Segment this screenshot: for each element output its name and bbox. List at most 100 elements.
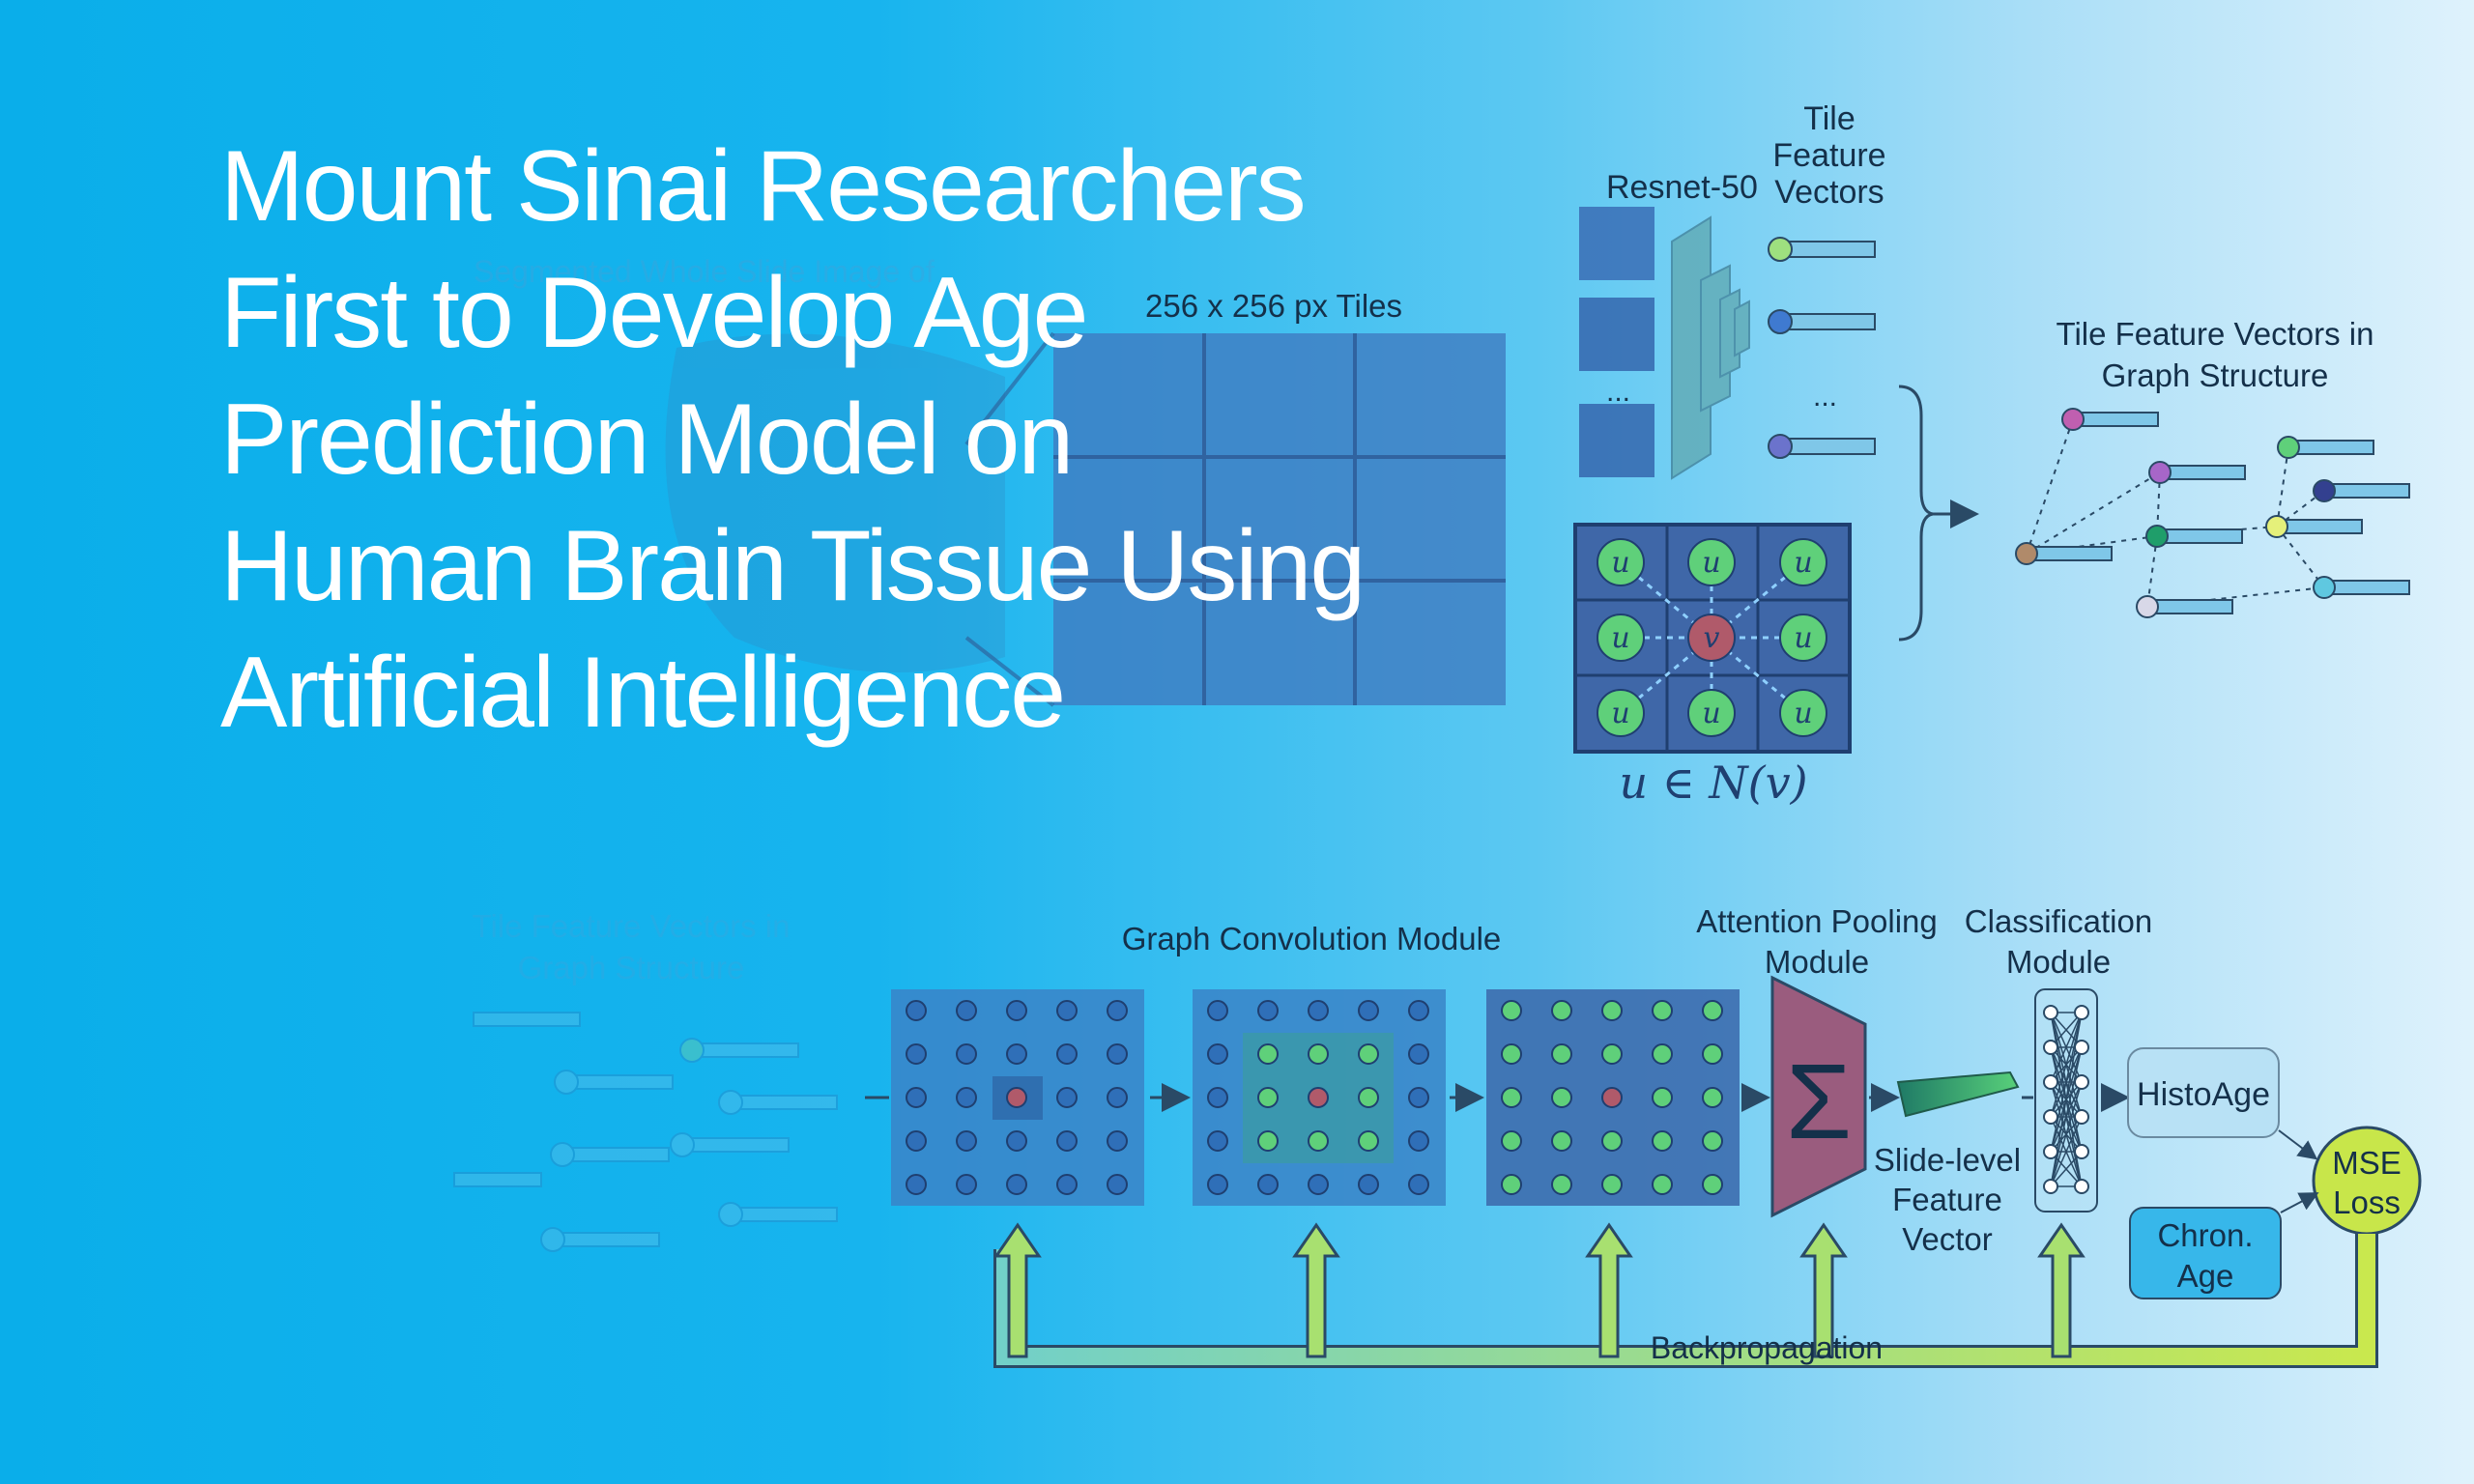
attention-pooling-module: Attention Pooling Module Σ	[1696, 903, 1938, 1218]
svg-text:Feature: Feature	[1892, 1182, 2002, 1217]
gcm-node	[1408, 1043, 1429, 1065]
svg-text:Tile Feature Vectors in: Tile Feature Vectors in	[2057, 316, 2374, 352]
gcm-node	[1702, 1043, 1723, 1065]
slide-level-feature-vector: Slide-level Feature Vector	[1874, 1070, 2033, 1257]
svg-text:u: u	[1611, 546, 1629, 580]
svg-text:Vector: Vector	[1902, 1221, 1993, 1257]
gcm-node	[1257, 1043, 1279, 1065]
gcm-node	[906, 1000, 927, 1021]
gcm-node	[1551, 1043, 1572, 1065]
classifier-node	[2074, 1179, 2089, 1194]
gcm-node	[1408, 1174, 1429, 1195]
gcm-node	[906, 1174, 927, 1195]
classifier-node	[2043, 1144, 2058, 1159]
classifier-node	[2043, 1179, 2058, 1194]
classification-module: Classification Module	[1965, 903, 2152, 1213]
neighborhood-grid: u u u u v u u u u u ∈ N(v)	[1573, 523, 1852, 809]
gcm-node	[1207, 1043, 1228, 1065]
gcm-node	[906, 1130, 927, 1152]
gcm-node	[956, 1043, 977, 1065]
gcm-node	[1056, 1043, 1078, 1065]
gcm-node	[1702, 1087, 1723, 1108]
gcm-node	[1601, 1043, 1623, 1065]
classifier-node	[2074, 1005, 2089, 1020]
classifier-node	[2043, 1040, 2058, 1055]
gcm-node	[906, 1043, 927, 1065]
arrow-icon	[1799, 1222, 1848, 1358]
svg-text:MSE: MSE	[2332, 1145, 2402, 1181]
faded-graph-structure: Tile Feature Vectors in Graph Structure	[453, 908, 838, 1252]
gcm-node	[1207, 1130, 1228, 1152]
svg-text:Age: Age	[2177, 1258, 2234, 1294]
svg-text:...: ...	[1813, 381, 1837, 413]
gcm-node	[1257, 1000, 1279, 1021]
svg-text:Chron.: Chron.	[2157, 1217, 2253, 1253]
sigma-icon: Σ	[1786, 1042, 1852, 1161]
gcm-node	[1702, 1000, 1723, 1021]
gcm-node	[956, 1174, 977, 1195]
svg-text:Tile: Tile	[1803, 100, 1856, 137]
resnet-label: Resnet-50	[1606, 169, 1758, 206]
tile-feature-vectors: Tile Feature Vectors ...	[1768, 100, 1886, 459]
svg-text:Vectors: Vectors	[1774, 174, 1884, 211]
classifier-node	[2074, 1144, 2089, 1159]
brace-connector	[1898, 385, 1979, 642]
gcm-node	[1601, 1000, 1623, 1021]
gcm-node	[1652, 1174, 1673, 1195]
arrow-icon	[1292, 1222, 1340, 1358]
gcm-node	[1408, 1130, 1429, 1152]
gcm-label: Graph Convolution Module	[1122, 921, 1502, 956]
gcm-node	[1308, 1130, 1329, 1152]
gcm-node	[1501, 1174, 1522, 1195]
gcm-node	[1551, 1130, 1572, 1152]
svg-text:Graph Structure: Graph Structure	[518, 950, 745, 985]
arrow-icon	[2037, 1222, 2086, 1358]
mse-loss-circle: MSE Loss	[2278, 1126, 2422, 1236]
tiles-label: 256 x 256 px Tiles	[1145, 288, 1402, 324]
gcm-node	[1006, 1000, 1027, 1021]
svg-text:Loss: Loss	[2333, 1184, 2401, 1220]
gcm-node	[1408, 1087, 1429, 1108]
headline-line-4: Human Brain Tissue Using	[220, 510, 1366, 622]
gcm-node	[956, 1087, 977, 1108]
gcm-node	[1702, 1174, 1723, 1195]
gcm-node	[1207, 1174, 1228, 1195]
gcm-node	[1107, 1000, 1128, 1021]
gcm-node	[1358, 1174, 1379, 1195]
svg-text:u: u	[1794, 621, 1812, 655]
histoage-box: HistoAge	[2127, 1047, 2280, 1138]
gcm-node	[1501, 1000, 1522, 1021]
backprop-label: Backpropagation	[1651, 1330, 1883, 1365]
svg-text:Graph Structure: Graph Structure	[2102, 357, 2329, 393]
svg-text:Attention Pooling: Attention Pooling	[1696, 903, 1938, 939]
classifier-node	[2074, 1040, 2089, 1055]
gcm-node	[1652, 1043, 1673, 1065]
gcm-node	[1308, 1087, 1329, 1108]
gcm-node	[1408, 1000, 1429, 1021]
backpropagation: Backpropagation	[993, 1222, 2378, 1368]
gcm-node	[1652, 1130, 1673, 1152]
gcm-node	[1257, 1174, 1279, 1195]
gcm-node	[1652, 1000, 1673, 1021]
classifier-node	[2074, 1109, 2089, 1125]
svg-text:u: u	[1794, 697, 1812, 730]
gcm-node	[1652, 1087, 1673, 1108]
resnet-block: Resnet-50 ...	[1579, 169, 1758, 480]
gcm-node	[1358, 1130, 1379, 1152]
svg-text:u: u	[1702, 546, 1720, 580]
gcm-node	[1358, 1000, 1379, 1021]
faded-whole-slide-region: Segmented Whole Slide Image of	[474, 254, 1005, 672]
gcm-node	[1308, 1043, 1329, 1065]
gcm-node	[1551, 1174, 1572, 1195]
gcm-node	[956, 1000, 977, 1021]
gcm-node	[1056, 1174, 1078, 1195]
graph-structure: Tile Feature Vectors in Graph Structure	[2015, 316, 2410, 618]
gcm-node	[1056, 1130, 1078, 1152]
gcm-node	[1501, 1087, 1522, 1108]
svg-text:Classification: Classification	[1965, 903, 2152, 939]
classifier-node	[2043, 1074, 2058, 1090]
svg-text:v: v	[1704, 621, 1720, 655]
svg-text:Tile Feature Vectors in: Tile Feature Vectors in	[473, 908, 791, 944]
arrow-icon	[993, 1222, 1042, 1358]
